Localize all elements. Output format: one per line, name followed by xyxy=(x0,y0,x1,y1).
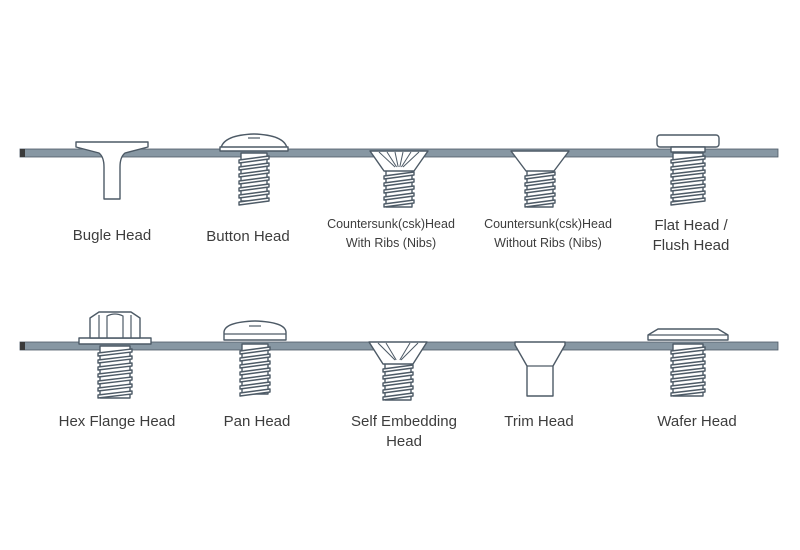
flat-head-screw-icon xyxy=(656,134,720,206)
label-button-head: Button Head xyxy=(206,228,290,245)
wafer-head-screw-icon xyxy=(647,328,729,397)
label-flat-flush-head: Flat Head / Flush Head xyxy=(652,217,730,254)
label-countersunk-without-ribs: Countersunk(csk)Head Without Ribs (Nibs) xyxy=(484,217,612,250)
label-trim-head: Trim Head xyxy=(504,413,574,430)
hex-flange-head-screw-icon xyxy=(78,311,152,399)
self-embedding-head-screw-icon xyxy=(368,341,428,401)
label-bugle-head: Bugle Head xyxy=(72,227,152,244)
label-pan-head: Pan Head xyxy=(223,413,291,430)
countersunk-head-without-ribs-screw-icon xyxy=(510,150,570,208)
bugle-head-screw-icon xyxy=(75,141,149,200)
label-self-embedding-head: Self Embedding Head xyxy=(351,413,457,450)
label-countersunk-with-ribs: Countersunk(csk)Head With Ribs (Nibs) xyxy=(327,217,455,250)
label-hex-flange-head: Hex Flange Head xyxy=(58,413,176,430)
trim-head-screw-icon xyxy=(514,341,566,397)
button-head-screw-icon xyxy=(219,133,289,206)
label-wafer-head: Wafer Head xyxy=(657,413,737,430)
pan-head-screw-icon xyxy=(223,320,287,397)
countersunk-head-with-ribs-screw-icon xyxy=(369,150,429,208)
